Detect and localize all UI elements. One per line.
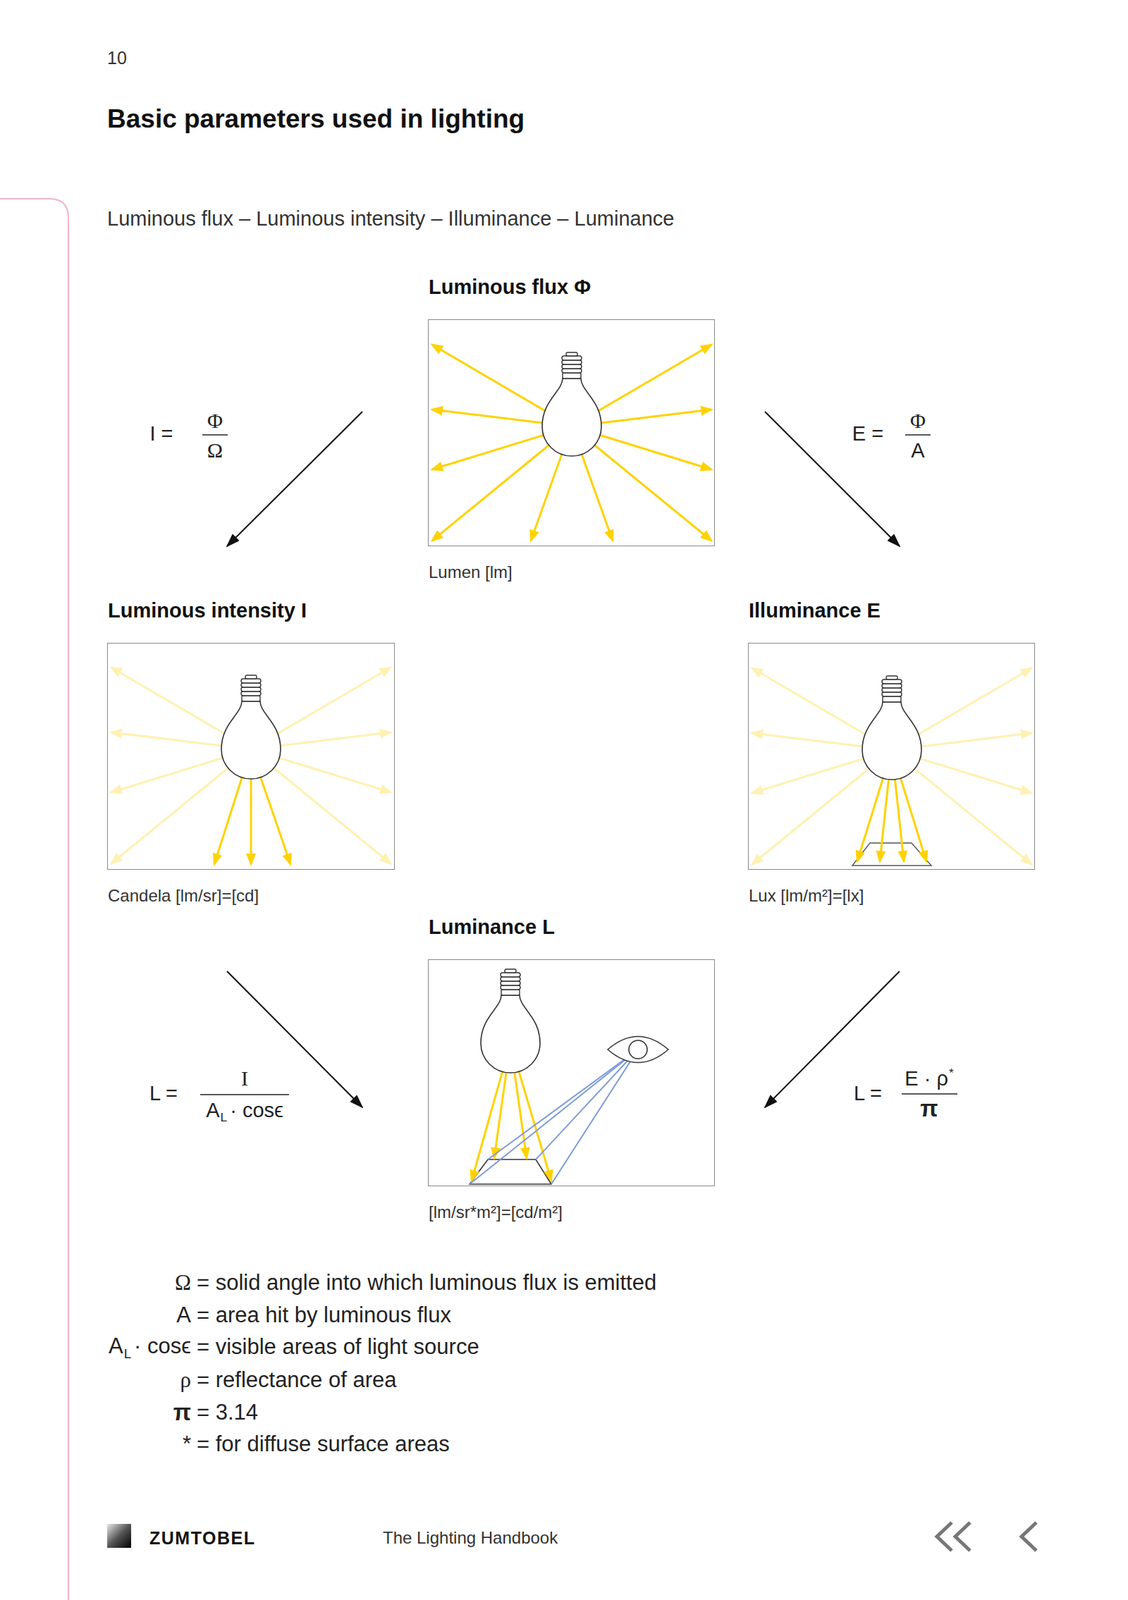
quantity-heading: Luminance L: [428, 915, 555, 940]
formula-text: E =: [852, 422, 884, 445]
quantity-box: Luminance L[lm/sr*m²]=[cd/m²]: [427, 959, 715, 1187]
arrow-connector: [764, 411, 900, 547]
illuminance-rays: [752, 668, 1032, 866]
quantity-heading: Illuminance E: [748, 599, 881, 623]
fraction-bars: [200, 434, 958, 1095]
flux-rays: [432, 344, 712, 541]
label-group: π: [173, 1398, 192, 1427]
quantity-heading: Luminous flux Φ: [428, 275, 591, 299]
definition: = area hit by luminous flux: [196, 1302, 452, 1328]
luminance-rays: [469, 969, 669, 1185]
label-group: E =: [852, 421, 884, 447]
definition: = 3.14: [196, 1400, 259, 1425]
label-group: = area hit by luminous flux: [196, 1302, 452, 1329]
arrow-connector: [764, 971, 900, 1108]
quantity-box: Luminous flux ΦLumen [lm]: [427, 319, 715, 547]
label-group: = visible areas of light source: [196, 1333, 480, 1360]
unit-caption: Lumen [lm]: [428, 562, 513, 583]
symbol: *: [182, 1431, 192, 1457]
formula-text: A: [910, 439, 925, 462]
label-group: = reflectance of area: [196, 1366, 397, 1394]
formula-text: · cosϵ: [229, 1099, 284, 1122]
label-group: A: [176, 1302, 192, 1329]
formula-text: I: [241, 1066, 249, 1090]
label-group: AL· cosϵ: [108, 1333, 192, 1363]
label-group: Ω: [207, 437, 223, 464]
symbol: A: [108, 1333, 124, 1359]
formula-text: *: [948, 1065, 954, 1081]
formula-text: Φ: [207, 408, 223, 433]
label-group: A: [910, 438, 925, 464]
formula-text: A: [205, 1099, 220, 1122]
definition: = visible areas of light source: [196, 1334, 480, 1360]
symbol: ρ: [180, 1367, 192, 1393]
definition: = for diffuse surface areas: [196, 1431, 450, 1457]
arrow-connector: [227, 411, 363, 547]
formula-text: Φ: [910, 408, 926, 433]
label-group: I: [241, 1065, 249, 1092]
symbol: · cosϵ: [133, 1333, 192, 1359]
unit-caption: [lm/sr*m²]=[cd/m²]: [428, 1202, 563, 1223]
unit-caption: Candela [lm/sr]=[cd]: [107, 886, 259, 906]
definition: = reflectance of area: [196, 1367, 397, 1393]
label-group: = solid angle into which luminous flux i…: [196, 1269, 657, 1296]
label-group: π: [920, 1094, 938, 1124]
unit-caption: Lux [lm/m²]=[lx]: [748, 886, 864, 906]
formula-text: L =: [149, 1082, 178, 1105]
symbol: L: [124, 1345, 132, 1361]
label-group: ρ: [180, 1366, 192, 1394]
label-group: E · ρ*: [904, 1065, 954, 1092]
formula-text: L =: [853, 1082, 882, 1105]
label-group: Φ: [207, 408, 223, 434]
label-group: The Lighting Handbook: [382, 1528, 558, 1549]
quantity-box: Luminous intensity ICandela [lm/sr]=[cd]: [107, 642, 395, 870]
brand-name: ZUMTOBEL: [149, 1528, 256, 1549]
formula-text: I =: [149, 422, 173, 445]
book-title: The Lighting Handbook: [382, 1528, 558, 1548]
quantity-heading: Luminous intensity I: [107, 599, 307, 623]
label-group: *: [182, 1431, 192, 1458]
margin-line: [0, 198, 69, 1600]
intensity-rays: [111, 667, 391, 865]
label-group: Φ: [910, 408, 926, 434]
label-group: = 3.14: [196, 1399, 259, 1426]
logo-mark: [107, 1524, 132, 1549]
symbol: Ω: [174, 1270, 192, 1296]
formula-text: L: [220, 1110, 228, 1125]
symbol: A: [176, 1302, 192, 1328]
label-group: Luminous flux – Luminous intensity – Ill…: [107, 206, 674, 232]
formula-text: E · ρ: [904, 1067, 949, 1090]
formula-text: Ω: [207, 438, 223, 462]
label-group: Ω: [174, 1269, 192, 1296]
label-group: I =: [149, 421, 173, 447]
label-group: 10: [107, 47, 127, 69]
label-group: = for diffuse surface areas: [196, 1431, 450, 1458]
page-title: Basic parameters used in lighting: [107, 104, 525, 134]
subtitle: Luminous flux – Luminous intensity – Ill…: [107, 207, 674, 230]
formula-text: π: [920, 1095, 938, 1122]
symbol: π: [173, 1399, 192, 1426]
nav-arrows: [936, 1522, 1037, 1551]
eye: [607, 1037, 669, 1064]
label-group: L =: [853, 1081, 882, 1107]
quantity-box: Illuminance ELux [lm/m²]=[lx]: [748, 642, 1035, 870]
label-group: AL· cosϵ: [205, 1098, 284, 1126]
label-group: ZUMTOBEL: [149, 1527, 256, 1549]
label-group: L =: [149, 1081, 178, 1107]
page-number: 10: [107, 47, 127, 68]
definition: = solid angle into which luminous flux i…: [196, 1270, 657, 1296]
arrow-connector: [227, 971, 363, 1108]
